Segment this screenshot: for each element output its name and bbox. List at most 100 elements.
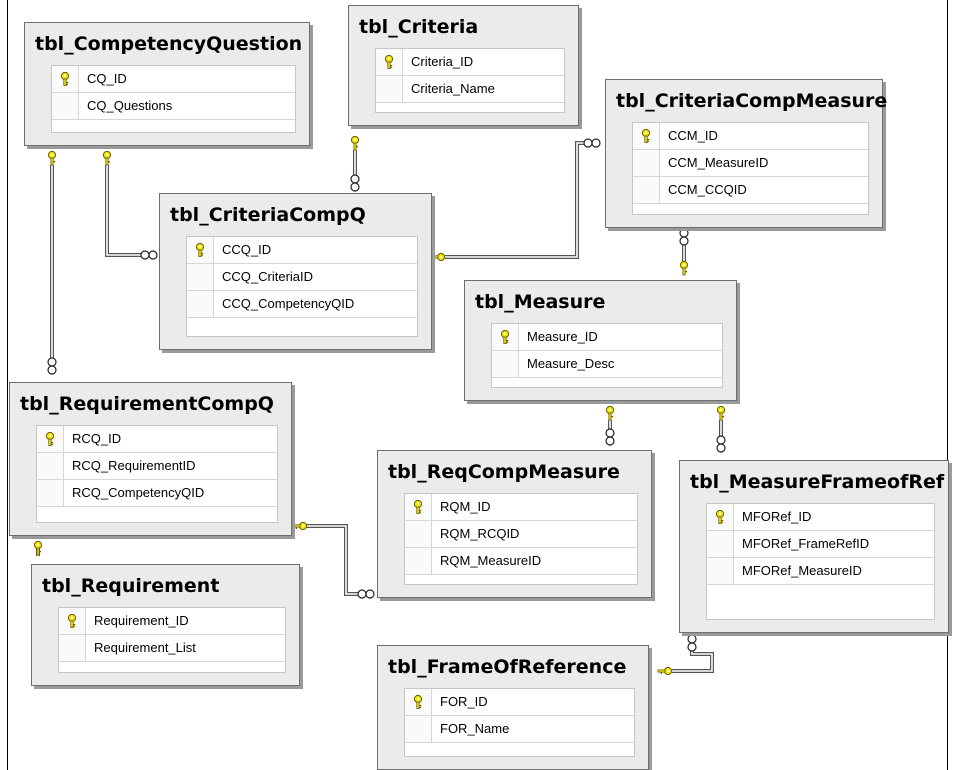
column-row[interactable]: RCQ_CompetencyQID: [37, 480, 277, 507]
primary-key-icon: [413, 499, 423, 514]
one-end-key-icon: [47, 150, 57, 166]
primary-key-icon: [715, 509, 725, 524]
column-row[interactable]: Criteria_Name: [376, 76, 564, 103]
column-row[interactable]: FOR_Name: [405, 716, 634, 743]
column-row[interactable]: CCQ_CriteriaID: [187, 264, 417, 291]
diagram-frame: [7, 0, 948, 770]
many-end-infinity-icon: [583, 138, 601, 148]
primary-key-icon: [45, 431, 55, 446]
row-selector: [405, 716, 432, 742]
one-end-key-icon: [657, 666, 673, 676]
many-end-infinity-icon: [357, 589, 375, 599]
many-end-infinity-icon: [140, 250, 158, 260]
row-selector: [707, 558, 734, 584]
column-list: Measure_ID Measure_Desc: [491, 323, 723, 388]
column-row[interactable]: MFORef_FrameRefID: [707, 531, 934, 558]
relationship-measure-to-measureframeofref[interactable]: [716, 405, 726, 453]
row-selector: [37, 453, 64, 479]
primary-key-column-row[interactable]: FOR_ID: [405, 689, 634, 716]
column-row[interactable]: CQ_Questions: [52, 93, 295, 120]
column-row[interactable]: CCM_CCQID: [633, 177, 868, 204]
row-selector: [187, 291, 214, 317]
row-selector: [633, 177, 660, 203]
relationship-measure-to-criteriacompmeasure[interactable]: [679, 228, 689, 276]
column-name: FOR_ID: [440, 694, 488, 709]
row-selector: [52, 66, 79, 92]
column-name: CCM_ID: [668, 128, 718, 143]
row-selector: [187, 264, 214, 290]
row-selector: [52, 93, 79, 119]
column-row[interactable]: MFORef_MeasureID: [707, 558, 934, 585]
primary-key-column-row[interactable]: RQM_ID: [405, 494, 637, 521]
many-end-infinity-icon: [350, 174, 360, 192]
column-name: CCQ_CriteriaID: [222, 269, 314, 284]
relationship-frameofreference-to-measureframeofref[interactable]: [657, 634, 714, 676]
column-name: MFORef_FrameRefID: [742, 536, 870, 551]
row-selector: [405, 548, 432, 574]
primary-key-column-row[interactable]: RCQ_ID: [37, 426, 277, 453]
column-row[interactable]: CCQ_CompetencyQID: [187, 291, 417, 318]
column-row[interactable]: RQM_MeasureID: [405, 548, 637, 575]
primary-key-column-row[interactable]: Requirement_ID: [59, 608, 285, 635]
primary-key-icon: [195, 242, 205, 257]
row-selector: [405, 494, 432, 520]
row-selector: [707, 531, 734, 557]
column-row[interactable]: Measure_Desc: [492, 351, 722, 378]
column-name: FOR_Name: [440, 721, 510, 736]
primary-key-icon: [641, 128, 651, 143]
relationship-measure-to-reqcompmeasure[interactable]: [605, 405, 615, 446]
primary-key-icon: [500, 329, 510, 344]
column-list: CQ_ID CQ_Questions: [51, 65, 296, 133]
relationship-cq-to-criteriacompq[interactable]: [102, 150, 158, 260]
column-list: MFORef_ID MFORef_FrameRefID MFORef_Measure…: [706, 503, 935, 620]
column-name: RCQ_RequirementID: [72, 458, 196, 473]
row-selector: [37, 426, 64, 452]
column-list: FOR_ID FOR_Name: [404, 688, 635, 757]
relationship-requirement-to-requirementcompq[interactable]: [33, 540, 43, 556]
table-criteria-comp-q[interactable]: tbl_CriteriaCompQ CCQ_ID CCQ_CriteriaID CCQ…: [159, 193, 432, 350]
column-name: Measure_Desc: [527, 356, 615, 371]
row-selector: [633, 150, 660, 176]
one-end-key-icon: [350, 135, 360, 151]
primary-key-column-row[interactable]: Criteria_ID: [376, 49, 564, 76]
many-end-infinity-icon: [687, 634, 697, 652]
one-end-key-icon: [716, 405, 726, 421]
primary-key-column-row[interactable]: CQ_ID: [52, 66, 295, 93]
column-name: CQ_ID: [87, 71, 127, 86]
primary-key-icon: [413, 694, 423, 709]
table-title: tbl_Requirement: [42, 575, 220, 597]
relationship-cq-to-requirementcompq[interactable]: [47, 150, 57, 375]
relationship-requirementcompq-to-reqcompmeasure[interactable]: [292, 521, 375, 599]
relationship-criteriacompq-to-criteriacompmeasure[interactable]: [430, 138, 601, 262]
relationship-criteria-to-criteriacompq[interactable]: [350, 135, 360, 192]
row-selector: [405, 689, 432, 715]
column-row[interactable]: RCQ_RequirementID: [37, 453, 277, 480]
primary-key-column-row[interactable]: CCM_ID: [633, 123, 868, 150]
table-title: tbl_FrameOfReference: [388, 656, 627, 678]
primary-key-column-row[interactable]: MFORef_ID: [707, 504, 934, 531]
column-row[interactable]: Requirement_List: [59, 635, 285, 662]
one-end-key-icon: [430, 252, 446, 262]
primary-key-column-row[interactable]: Measure_ID: [492, 324, 722, 351]
column-name: CCM_MeasureID: [668, 155, 769, 170]
primary-key-column-row[interactable]: CCQ_ID: [187, 237, 417, 264]
row-selector: [376, 49, 403, 75]
column-name: CCM_CCQID: [668, 182, 747, 197]
column-row[interactable]: RQM_RCQID: [405, 521, 637, 548]
many-end-infinity-icon: [605, 428, 615, 446]
column-row[interactable]: CCM_MeasureID: [633, 150, 868, 177]
row-selector: [707, 504, 734, 530]
table-title: tbl_CriteriaCompQ: [170, 204, 366, 226]
row-selector: [405, 521, 432, 547]
